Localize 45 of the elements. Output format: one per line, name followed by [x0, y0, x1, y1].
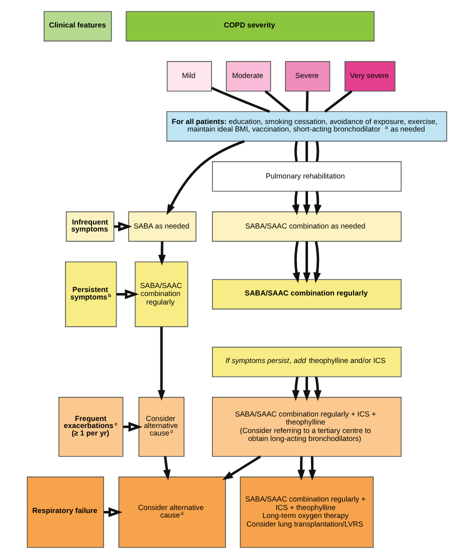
arrow — [297, 456, 305, 480]
arrow — [303, 376, 311, 401]
node-box: Frequent exacerbations$^{c}$ (≥ 1 per yr) — [58, 396, 124, 457]
arrow — [163, 456, 171, 480]
arrow — [222, 455, 262, 480]
node-box: SABA/SAAC combination regularly + ICS + theophylline Long-term oxygen therapy Consider lung transplantation/LVRS — [240, 476, 374, 548]
arrow — [314, 241, 321, 284]
node-box: SABA/SAAC combination regularly — [134, 261, 188, 328]
arrow — [314, 376, 322, 401]
arrow — [158, 326, 166, 401]
node-box: COPD severity — [126, 11, 374, 42]
node-box: Mild — [166, 61, 212, 92]
node-box: SABA/SAAC combination regularly — [212, 279, 402, 310]
node-box: Persistent symptoms$^{b}$ — [65, 261, 117, 328]
node-box: For all patients: education, smoking cessation, avoidance of exposure, exercise, maintain ideal BMI, vaccination, short-acting bronchodilator$^{a}$ as needed — [166, 111, 448, 142]
node-box: Infrequent symptoms — [66, 211, 114, 242]
node-box: SABA/SAAC combination as needed — [212, 211, 402, 242]
connector — [316, 141, 320, 162]
node-box: Pulmonary rehabilitation — [212, 161, 402, 192]
arrow — [303, 191, 311, 216]
node-box: Respiratory failure — [26, 476, 104, 548]
connector — [306, 91, 309, 112]
node-box: SABA/SAAC combination regularly + ICS + theophylline (Consider referring to a tertiary centre to obtain long-acting bronchodilators) — [212, 396, 402, 457]
connector — [306, 141, 308, 162]
arrow — [292, 376, 300, 401]
node-box: Consider alternative cause$^{d}$ — [138, 396, 184, 457]
arrow — [166, 140, 245, 216]
arrow — [308, 456, 316, 480]
arrow — [116, 289, 139, 300]
node-box: If symptoms persist, add theophylline and/or ICS — [212, 346, 402, 378]
node-box: Moderate — [226, 61, 272, 92]
node-box: Consider alternative cause$^{d}$ — [118, 476, 226, 548]
connector — [264, 90, 291, 112]
node-box: Clinical features — [44, 11, 112, 42]
connector — [294, 141, 298, 162]
node-box: Very severe — [344, 61, 396, 92]
arrow — [158, 241, 166, 266]
connector — [211, 86, 270, 113]
node-box: SABA as needed — [128, 211, 196, 242]
arrow — [292, 191, 300, 216]
arrow — [314, 191, 322, 216]
connector — [324, 90, 352, 113]
node-box: Severe — [285, 61, 330, 92]
arrow — [292, 241, 300, 284]
arrow — [303, 241, 311, 284]
